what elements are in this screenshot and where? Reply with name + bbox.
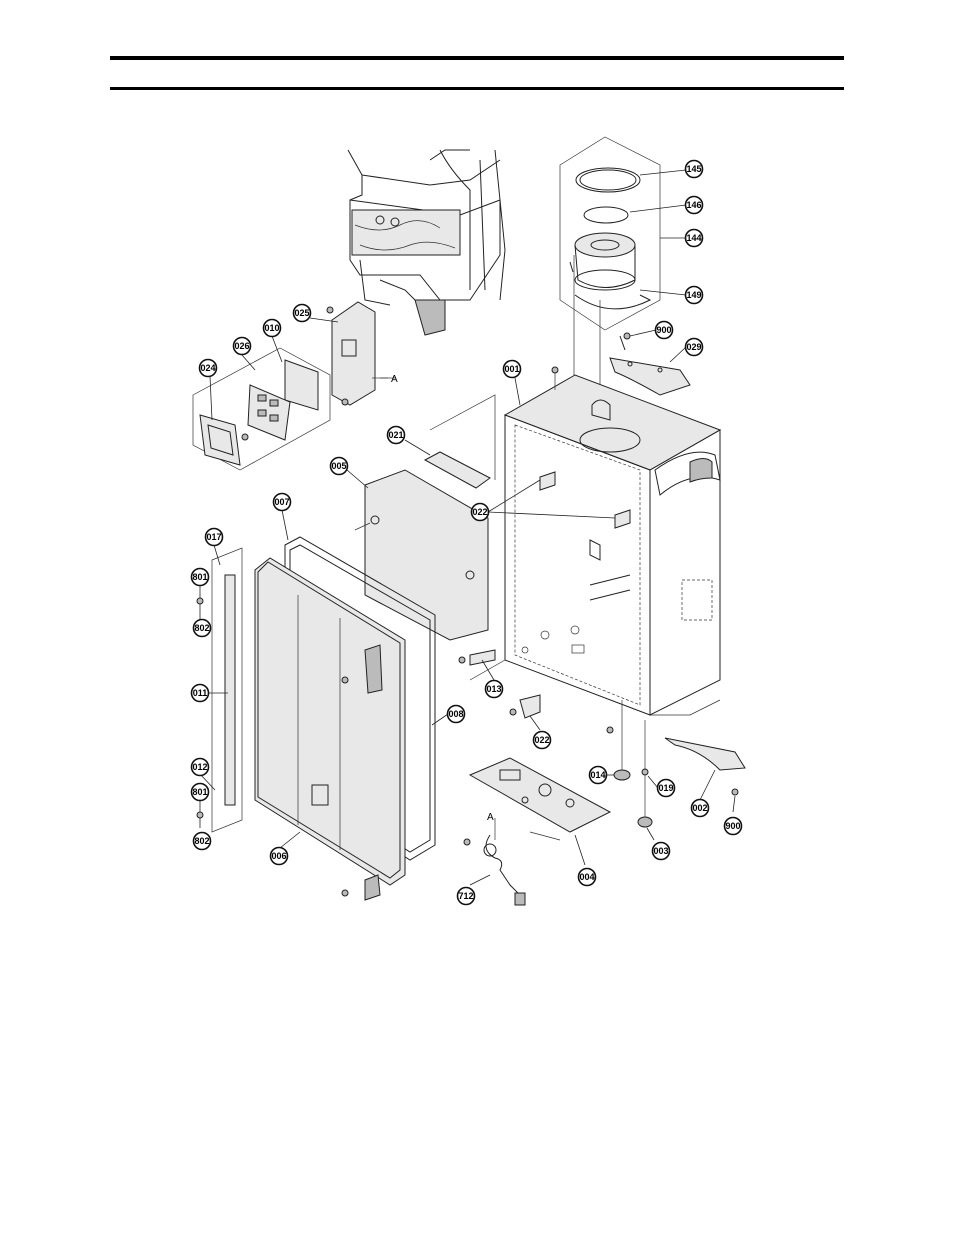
callout-number: 007 xyxy=(274,497,289,507)
lower-fittings xyxy=(607,700,745,827)
callout-022: 022 xyxy=(472,504,489,521)
callout-021: 021 xyxy=(388,427,405,444)
callout-149: 149 xyxy=(686,287,703,304)
callout-number: 900 xyxy=(656,325,671,335)
callout-005: 005 xyxy=(331,458,348,475)
callout-003: 003 xyxy=(653,843,670,860)
callout-number: 005 xyxy=(331,461,346,471)
callout-number: 010 xyxy=(264,323,279,333)
callout-number: 014 xyxy=(590,770,605,780)
callout-801: 801 xyxy=(192,569,209,586)
cover-plate-005 xyxy=(355,470,488,640)
callout-number: 003 xyxy=(653,846,668,856)
callout-024: 024 xyxy=(200,360,217,377)
callout-144: 144 xyxy=(686,230,703,247)
bracket-029 xyxy=(610,333,690,395)
callout-number: 006 xyxy=(271,851,286,861)
callout-017: 017 xyxy=(206,529,223,546)
callout-number: 802 xyxy=(194,836,209,846)
callout-025: 025 xyxy=(294,305,311,322)
callout-006: 006 xyxy=(271,848,288,865)
callout-900: 900 xyxy=(656,322,673,339)
control-assembly xyxy=(193,302,395,470)
callout-014: 014 xyxy=(590,767,607,784)
callout-001: 001 xyxy=(504,361,521,378)
callout-number: 024 xyxy=(200,363,215,373)
callout-802: 802 xyxy=(194,833,211,850)
callout-number: 026 xyxy=(234,341,249,351)
callout-002: 002 xyxy=(692,800,709,817)
marker-label-a-lower: A xyxy=(487,812,494,823)
callout-number: 017 xyxy=(206,532,221,542)
callout-number: 801 xyxy=(192,572,207,582)
callout-number: 013 xyxy=(486,684,501,694)
callout-number: 022 xyxy=(534,735,549,745)
callout-number: 011 xyxy=(193,688,208,698)
callout-number: 149 xyxy=(686,290,701,300)
callout-number: 021 xyxy=(388,430,403,440)
callout-number: 145 xyxy=(686,164,701,174)
callout-900: 900 xyxy=(725,818,742,835)
callout-number: 144 xyxy=(686,233,701,243)
callout-008: 008 xyxy=(448,706,465,723)
callout-number: 802 xyxy=(194,623,209,633)
callout-number: 801 xyxy=(192,787,207,797)
callout-number: 025 xyxy=(294,308,309,318)
cabinet-housing xyxy=(470,375,720,715)
callout-007: 007 xyxy=(274,494,291,511)
callout-number: 019 xyxy=(658,783,673,793)
callout-004: 004 xyxy=(579,869,596,886)
callout-022: 022 xyxy=(534,732,551,749)
callout-011: 011 xyxy=(192,685,209,702)
cable-712 xyxy=(484,835,525,905)
callout-019: 019 xyxy=(658,780,675,797)
callout-012: 012 xyxy=(192,759,209,776)
callout-number: 001 xyxy=(504,364,519,374)
callout-145: 145 xyxy=(686,161,703,178)
callout-number: 022 xyxy=(472,507,487,517)
heat-exchanger-assembly xyxy=(348,150,505,335)
callout-number: 146 xyxy=(686,200,701,210)
callout-number: 004 xyxy=(579,872,594,882)
callout-026: 026 xyxy=(234,338,251,355)
callout-number: 012 xyxy=(192,762,207,772)
callout-number: 029 xyxy=(686,342,701,352)
strip-021 xyxy=(425,395,495,488)
bottom-plate-004 xyxy=(464,758,610,845)
marker-label-a: A xyxy=(391,374,398,385)
callout-146: 146 xyxy=(686,197,703,214)
callout-712: 712 xyxy=(458,888,475,905)
callout-013: 013 xyxy=(486,681,503,698)
callout-number: 002 xyxy=(692,803,707,813)
callout-number: 712 xyxy=(458,891,473,901)
callout-029: 029 xyxy=(686,339,703,356)
callout-number: 900 xyxy=(725,821,740,831)
callout-010: 010 xyxy=(264,320,281,337)
callout-number: 008 xyxy=(448,709,463,719)
callout-802: 802 xyxy=(194,620,211,637)
callout-801: 801 xyxy=(192,784,209,801)
